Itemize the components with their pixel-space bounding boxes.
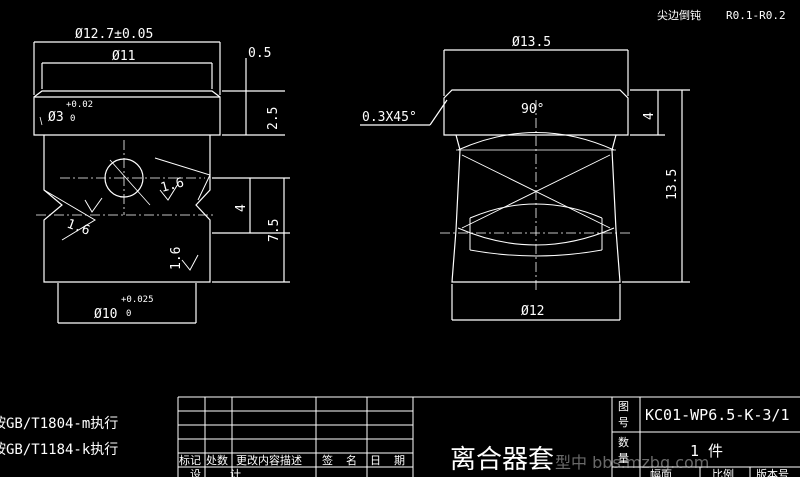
qty-label-1: 数 [618, 436, 629, 449]
note-line-1: 按GB/T1804-m执行 [0, 416, 118, 432]
roughness-label: 1.6 [169, 247, 184, 270]
title-block [177, 396, 800, 477]
dim-head-height: 4 [642, 112, 657, 120]
dim-hole-tol-upper: +0.02 [66, 100, 93, 110]
drawing-no-label-2: 号 [618, 416, 629, 429]
dim-top-diameter: Ø13.5 [512, 35, 551, 50]
side-view [360, 49, 690, 321]
dim-hole-tol-lower: 0 [70, 114, 75, 124]
rev-header: 名 [346, 453, 357, 467]
rev-header: 签 [322, 453, 333, 467]
dim-angle: 90° [521, 102, 544, 117]
rev-header: 期 [394, 454, 405, 467]
dim-bottom-tol-upper: +0.025 [121, 295, 154, 305]
watermark: 型中 bbs.mzbg.com [555, 453, 709, 472]
rev-header: 日 [370, 454, 381, 467]
dim-head-height: 2.5 [266, 107, 281, 130]
dim-slot-position: 7.5 [267, 219, 282, 242]
rev-header: 标记 [179, 453, 201, 467]
dim-bottom-tol-lower: 0 [126, 309, 131, 319]
edge-range: R0.1-R0.2 [726, 9, 786, 22]
dim-step: 0.5 [248, 46, 271, 61]
dim-outer-diameter: Ø12.7±0.05 [75, 27, 153, 42]
dim-inner-diameter: Ø11 [112, 49, 135, 64]
drawing-number: KC01-WP6.5-K-3/1 [645, 406, 790, 424]
dim-slot-width: 4 [234, 204, 249, 212]
dim-hole-diameter: Ø3 [48, 110, 64, 125]
quantity-value: 1 件 [690, 442, 723, 460]
rev-header: 处数 [206, 454, 228, 467]
dim-bottom-diameter: Ø10 [94, 307, 117, 322]
drawing-no-label-1: 图 [618, 400, 629, 413]
note-line-2: 按GB/T1184-k执行 [0, 442, 118, 458]
dim-chamfer: 0.3X45° [362, 110, 417, 125]
sheet-label: 幅面 [650, 468, 672, 477]
edge-note: 尖边倒钝 [657, 8, 701, 22]
dim-total-height: 13.5 [665, 169, 680, 200]
design-label: 计 [230, 468, 241, 477]
design-label: 设 [190, 468, 201, 477]
version-label: 版本号 [756, 467, 789, 477]
rev-header: 更改内容描述 [236, 453, 302, 467]
part-name: 离合器套 [450, 445, 554, 475]
front-view [33, 41, 290, 324]
dim-bottom-diameter: Ø12 [521, 304, 544, 319]
qty-label-2: 量 [618, 452, 629, 465]
scale-label: 比例 [712, 467, 734, 477]
roughness-label: 1.6 [159, 175, 186, 196]
